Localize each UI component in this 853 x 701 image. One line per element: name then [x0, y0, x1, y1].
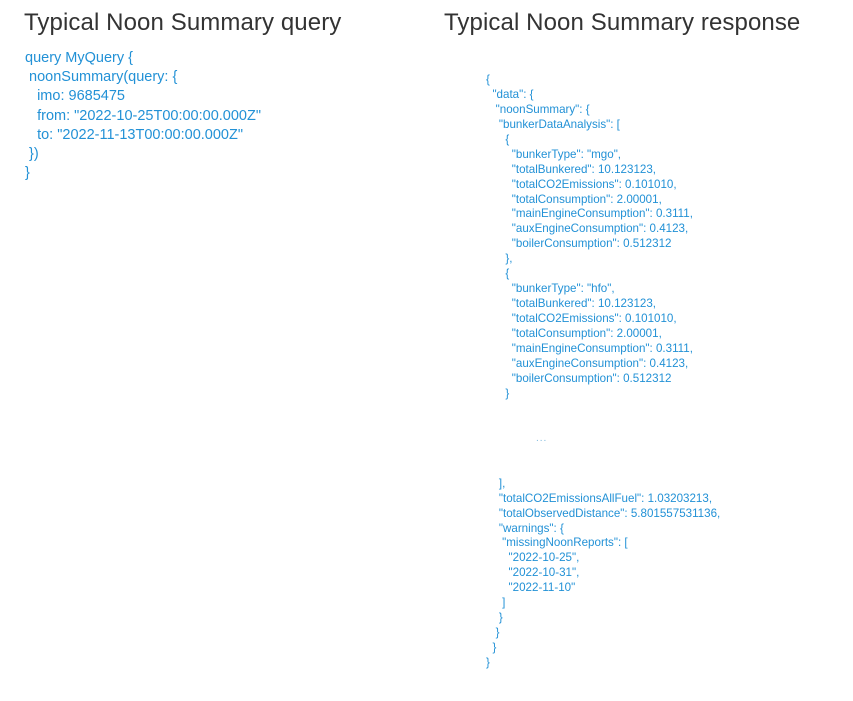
code-line: { — [486, 132, 510, 146]
code-line: from: "2022-10-25T00:00:00.000Z" — [25, 107, 261, 124]
code-line: } — [486, 656, 490, 670]
code-line: "bunkerType": "mgo", — [486, 147, 622, 161]
code-line: "missingNoonReports": [ — [486, 536, 628, 550]
code-line: "data": { — [486, 87, 534, 101]
query-panel: Typical Noon Summary query query MyQuery… — [0, 0, 430, 183]
code-line: imo: 9685475 — [25, 88, 125, 105]
code-line: "totalCO2Emissions": 0.101010, — [486, 312, 677, 326]
code-line: }) — [25, 146, 39, 163]
code-line: "auxEngineConsumption": 0.4123, — [486, 357, 689, 371]
code-line: noonSummary(query: { — [25, 69, 178, 86]
code-line: "totalObservedDistance": 5.801557531136, — [486, 506, 721, 520]
code-line: }, — [486, 252, 513, 266]
code-line: "auxEngineConsumption": 0.4123, — [486, 222, 689, 236]
code-line: "totalConsumption": 2.00001, — [486, 192, 662, 206]
code-line: "bunkerType": "hfo", — [486, 282, 615, 296]
response-panel: Typical Noon Summary response { "data": … — [430, 0, 853, 701]
response-panel-title: Typical Noon Summary response — [444, 9, 801, 36]
code-line: } — [25, 165, 30, 182]
response-code-block: { "data": { "noonSummary": { "bunkerData… — [486, 43, 853, 701]
code-line: "boilerConsumption": 0.512312 — [486, 371, 672, 385]
code-line: { — [486, 267, 510, 281]
code-line: "boilerConsumption": 0.512312 — [486, 237, 672, 251]
code-line: } — [486, 611, 503, 625]
code-line: ], — [486, 476, 506, 490]
code-line: "warnings": { — [486, 521, 564, 535]
code-line: to: "2022-11-13T00:00:00.000Z" — [25, 126, 244, 143]
code-line: "noonSummary": { — [486, 102, 590, 116]
response-code-head: { "data": { "noonSummary": { "bunkerData… — [486, 73, 853, 402]
code-line: "totalBunkered": 10.123123, — [486, 162, 657, 176]
code-line: "2022-10-25", — [486, 551, 580, 565]
code-line: } — [486, 386, 510, 400]
query-panel-title: Typical Noon Summary query — [24, 9, 342, 36]
code-line: } — [486, 641, 497, 655]
code-line: "totalConsumption": 2.00001, — [486, 327, 662, 341]
code-line: "2022-10-31", — [486, 566, 580, 580]
response-code-tail: ], "totalCO2EmissionsAllFuel": 1.0320321… — [486, 477, 853, 671]
code-line: "bunkerDataAnalysis": [ — [486, 117, 620, 131]
response-truncation-ellipsis: ... — [536, 432, 548, 444]
query-code-block: query MyQuery { noonSummary(query: { imo… — [25, 49, 430, 183]
code-line: "totalCO2EmissionsAllFuel": 1.03203213, — [486, 491, 713, 505]
code-line: "totalBunkered": 10.123123, — [486, 297, 657, 311]
code-line: query MyQuery { — [25, 50, 133, 66]
code-line: { — [486, 72, 490, 86]
code-line: } — [486, 626, 500, 640]
code-line: "totalCO2Emissions": 0.101010, — [486, 177, 677, 191]
code-line: ] — [486, 596, 506, 610]
code-line: "mainEngineConsumption": 0.3111, — [486, 207, 693, 221]
code-line: "mainEngineConsumption": 0.3111, — [486, 342, 693, 356]
code-line: "2022-11-10" — [486, 581, 576, 595]
